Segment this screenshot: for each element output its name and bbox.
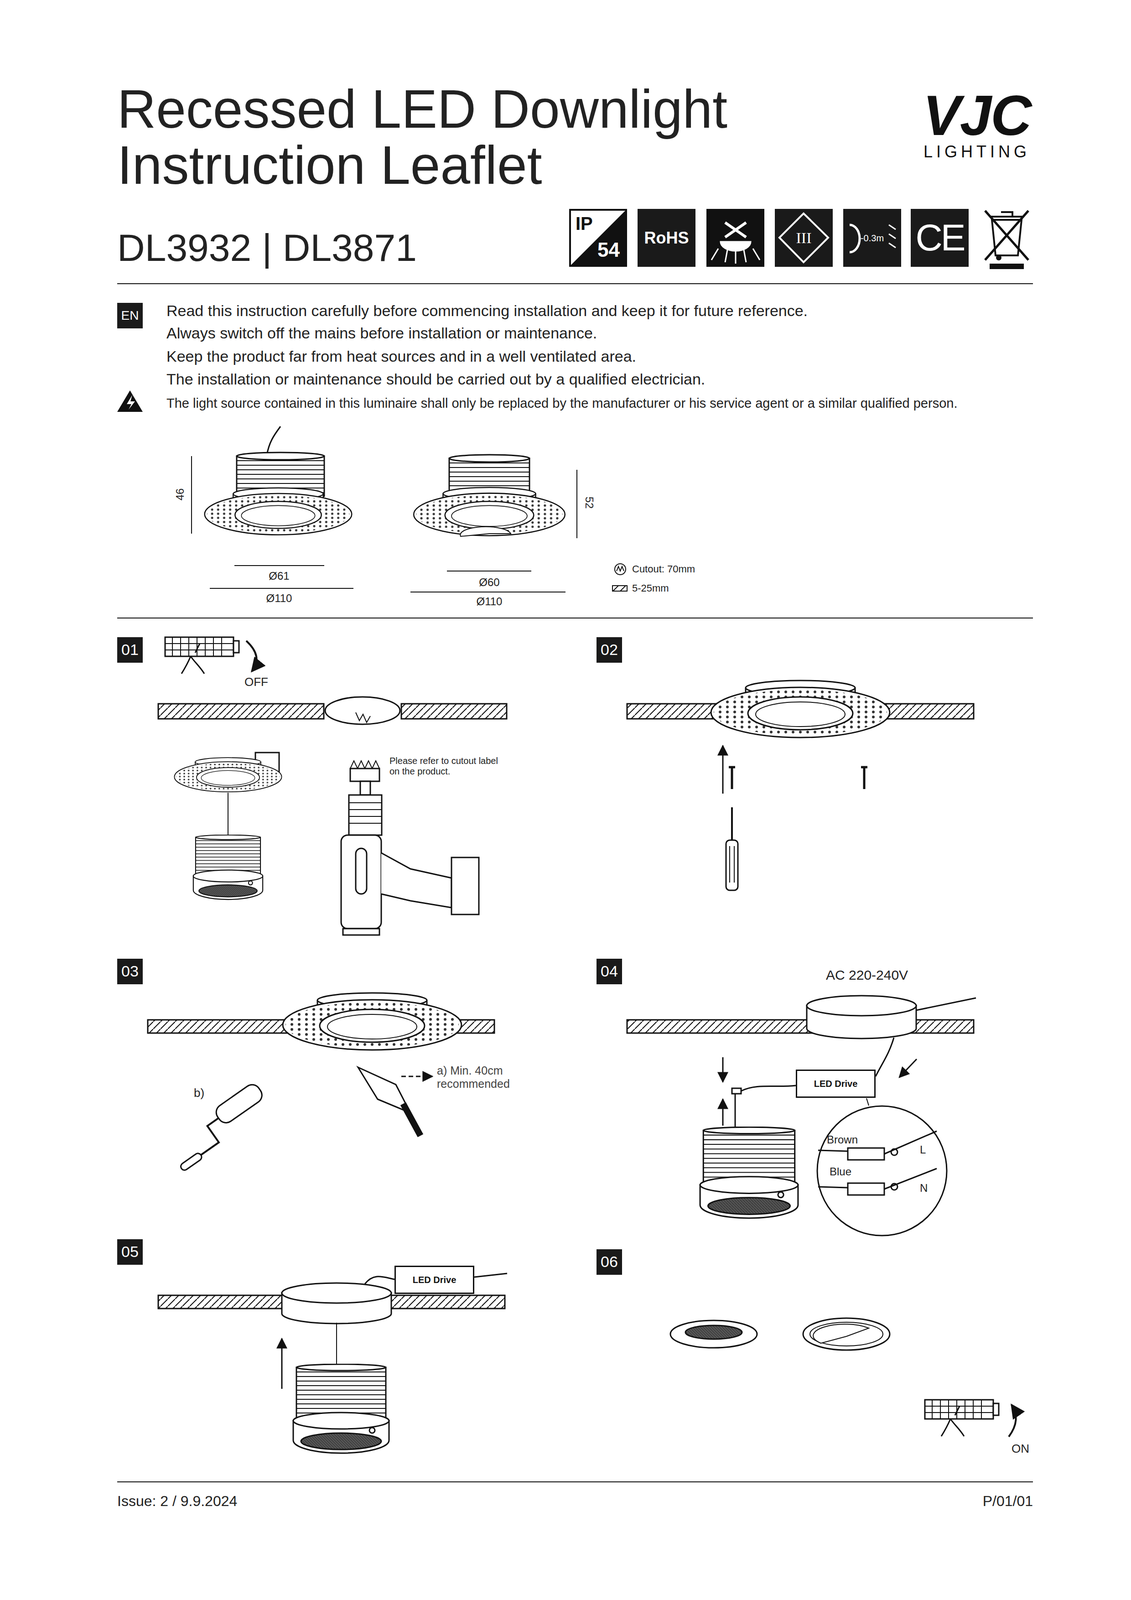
node-text: 01 (121, 641, 139, 659)
instruction-line: Keep the product far from heat sources a… (166, 347, 637, 366)
dimension: Ø110 (266, 591, 293, 605)
page-number: P/01/01 (982, 1492, 1033, 1510)
led-driver: LED Drive (394, 1265, 475, 1294)
instruction-line: Read this instruction carefully before c… (166, 301, 808, 320)
step-number: 01 (117, 637, 143, 663)
node-text: 03 (121, 962, 139, 980)
node-text: L (919, 1143, 926, 1156)
dimension: Ø61 (268, 569, 290, 583)
document-title: Recessed LED Downlight Instruction Leafl… (117, 81, 802, 194)
rohs-icon: RoHS (637, 208, 696, 267)
dimension: 46 (173, 488, 187, 501)
voltage-label: AC 220-240V (825, 967, 908, 984)
step-number: 05 (117, 1239, 143, 1265)
node-text: Blue (829, 1165, 852, 1178)
step-number: 04 (596, 958, 623, 985)
node-text: III (796, 229, 812, 247)
instruction-line: The installation or maintenance should b… (166, 370, 706, 389)
node-text: LED Drive (814, 1078, 858, 1089)
dimension: Ø60 (478, 575, 500, 589)
node-text: -0.3m (860, 233, 884, 244)
spacing-note: a) Min. 40cm recommended (436, 1063, 524, 1091)
node-text: N (919, 1182, 928, 1194)
ce-mark: CE (910, 208, 969, 267)
node-text: EN (121, 308, 140, 323)
cutout-note: Cutout: 70mm (632, 563, 696, 575)
ip-rating-icon: IP54 (569, 208, 628, 267)
node-text: 06 (600, 1253, 618, 1271)
step-number: 02 (596, 637, 623, 663)
node-text: Brown (826, 1133, 858, 1146)
node-text: 02 (600, 641, 618, 659)
node-text: 54 (597, 238, 620, 261)
model-numbers: DL3932 | DL3871 (117, 225, 417, 270)
node-text: CE (915, 217, 965, 259)
step-number: 03 (117, 958, 143, 985)
brand-subtitle: LIGHTING (923, 142, 1031, 161)
language-tag: EN (117, 302, 143, 329)
wiring-detail: BrownL BlueN (815, 1104, 949, 1237)
warning-line: The light source contained in this lumin… (166, 395, 958, 411)
option-letter: b) (193, 1086, 205, 1100)
node-text: LED Drive (412, 1274, 457, 1285)
led-driver: LED Drive (795, 1069, 876, 1098)
dimension: 52 (582, 496, 596, 509)
issue-date: Issue: 2 / 9.9.2024 (117, 1492, 238, 1510)
step-number: 06 (596, 1249, 623, 1275)
class-iii-icon: III (774, 208, 833, 267)
node-text: IP (575, 213, 593, 234)
node-text: RoHS (644, 228, 690, 248)
brand-logo: VJC (922, 82, 1031, 149)
dimension: Ø110 (476, 595, 503, 608)
cutout-note: Please refer to cutout label on the prod… (389, 755, 499, 777)
switch-state: OFF (244, 675, 269, 690)
node-text: 05 (121, 1243, 139, 1261)
distance-icon: -0.3m (843, 208, 902, 267)
instruction-line: Always switch off the mains before insta… (166, 324, 597, 343)
node-text: 04 (600, 962, 618, 980)
thickness-note: 5-25mm (632, 582, 670, 594)
switch-state: ON (1011, 1442, 1030, 1456)
